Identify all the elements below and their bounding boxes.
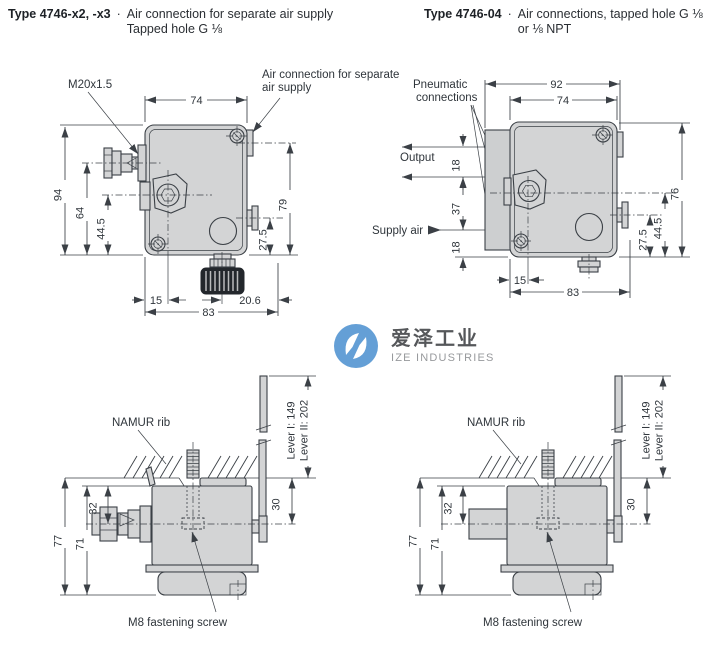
dimension-lines — [60, 96, 298, 316]
top-cap — [199, 477, 247, 487]
header-right-line2: or ⅛ NPT — [517, 22, 572, 36]
air-connection-label-line2: air supply — [262, 82, 311, 94]
air-connection-label-line1: Air connection for separate — [262, 69, 399, 81]
corner-screw-icon — [226, 126, 248, 146]
type-label-left: Type 4746-x2, -x3 — [8, 7, 111, 21]
lower-housing — [157, 571, 247, 596]
housing-body — [506, 485, 608, 566]
lever-bar — [251, 375, 272, 543]
dim-44-5-label: 44.5 — [96, 218, 108, 239]
dim-27-5-label: 27.5 — [258, 229, 270, 250]
watermark-logo: 爱泽工业 IZE INDUSTRIES — [332, 322, 495, 370]
dim-92-label: 92 — [550, 79, 562, 91]
dim-30-label: 30 — [271, 498, 283, 510]
type-label-right: Type 4746-04 — [424, 7, 502, 21]
dim-18-top-label: 18 — [451, 159, 463, 171]
dim-15-label: 15 — [150, 295, 162, 307]
namur-rib-label: NAMUR rib — [467, 417, 525, 429]
header-right-line1: Air connections, tapped hole G ⅛ — [517, 7, 703, 21]
rotary-shaft — [503, 169, 547, 210]
dim-18-bottom-label: 18 — [451, 241, 463, 253]
corner-screw-icon — [148, 234, 168, 254]
dim-79-label: 79 — [278, 199, 290, 211]
supply-air-arrow — [428, 225, 441, 235]
stud-bolt — [186, 449, 200, 479]
drawing-4746-x2-front-view: M20x1.5 Air connection for separate air … — [53, 69, 400, 319]
header-type-4746-04: Type 4746-04 · Air connections, tapped h… — [424, 7, 703, 37]
knurled-knob — [200, 253, 245, 295]
ize-logo-icon — [334, 324, 378, 368]
dim-74-label: 74 — [557, 95, 569, 107]
corner-screw-icon — [592, 125, 614, 145]
dim-32-label: 32 — [443, 502, 455, 514]
lever-bar — [606, 375, 627, 543]
dim-71-label: 71 — [430, 538, 442, 550]
lever-ii-label: Lever II: 202 — [654, 400, 666, 461]
leader-lines — [87, 91, 281, 155]
m8-screw-label: M8 fastening screw — [483, 617, 583, 629]
leader-lines — [137, 429, 217, 613]
m8-screw-label: M8 fastening screw — [128, 617, 228, 629]
dimension-lines — [455, 80, 690, 298]
drawing-side-view-04: NAMUR rib M8 fastening screw 77 71 32 30… — [408, 375, 671, 629]
namur-rib-label: NAMUR rib — [112, 417, 170, 429]
housing-side — [441, 375, 653, 600]
lever-i-label: Lever I: 149 — [641, 401, 653, 459]
flow-arrows — [402, 143, 485, 235]
dim-77-label: 77 — [408, 535, 420, 547]
cover-plug — [574, 212, 604, 242]
lower-housing — [512, 571, 602, 596]
dimension-lines — [60, 375, 316, 596]
separator-dot-right: · — [507, 7, 512, 21]
lever-i-label: Lever I: 149 — [286, 401, 298, 459]
supply-air-label: Supply air — [372, 225, 423, 237]
dim-76-label: 76 — [670, 188, 682, 200]
housing-front — [103, 124, 259, 295]
watermark-english-text: IZE INDUSTRIES — [391, 352, 495, 364]
gland-thread-label: M20x1.5 — [68, 79, 112, 91]
drawing-4746-04-front-view: Pneumatic connections Output Supply air … — [372, 79, 690, 299]
cover-plug — [208, 216, 238, 246]
dim-94-label: 94 — [53, 189, 65, 201]
namur-rib-hatch — [65, 455, 316, 493]
housing-body — [151, 485, 253, 566]
header-left-line1: Air connection for separate air supply — [126, 7, 334, 21]
dim-74-label: 74 — [190, 95, 202, 107]
top-cap — [554, 477, 602, 487]
m8-screw-dashed — [181, 442, 205, 542]
centerlines — [490, 176, 675, 284]
side-tab — [616, 131, 624, 158]
dim-15-label: 15 — [514, 275, 526, 287]
dim-64-label: 64 — [75, 207, 87, 219]
centerlines — [82, 142, 296, 304]
dim-20-6-label: 20.6 — [239, 295, 260, 307]
output-label: Output — [400, 152, 435, 164]
dim-32-label: 32 — [88, 502, 100, 514]
m8-screw-dashed — [536, 442, 560, 542]
dim-30-label: 30 — [626, 498, 638, 510]
separator-dot-left: · — [116, 7, 121, 21]
dim-44-5-label: 44.5 — [653, 218, 665, 239]
dimension-lines — [415, 375, 671, 596]
header-left-line2: Tapped hole G ⅛ — [126, 22, 222, 36]
dim-83-label: 83 — [567, 287, 579, 299]
watermark-chinese-text: 爱泽工业 — [391, 328, 479, 350]
leader-lines — [492, 429, 572, 613]
pneumatic-label-line1: Pneumatic — [413, 79, 468, 91]
pneumatic-label-line2: connections — [416, 92, 478, 104]
stud-bolt — [541, 449, 555, 479]
top-left-tab — [145, 466, 156, 487]
dim-37-label: 37 — [451, 203, 463, 215]
header-type-4746-x2-x3: Type 4746-x2, -x3 · Air connection for s… — [8, 7, 333, 37]
lever-ii-label: Lever II: 202 — [299, 400, 311, 461]
housing-side — [86, 375, 298, 600]
dim-77-label: 77 — [53, 535, 65, 547]
drawing-side-view-x2: NAMUR rib M8 fastening screw 77 71 32 30… — [53, 375, 316, 629]
dim-83-label: 83 — [202, 307, 214, 319]
dim-27-5-label: 27.5 — [638, 229, 650, 250]
housing-front — [484, 121, 629, 273]
dim-71-label: 71 — [75, 538, 87, 550]
